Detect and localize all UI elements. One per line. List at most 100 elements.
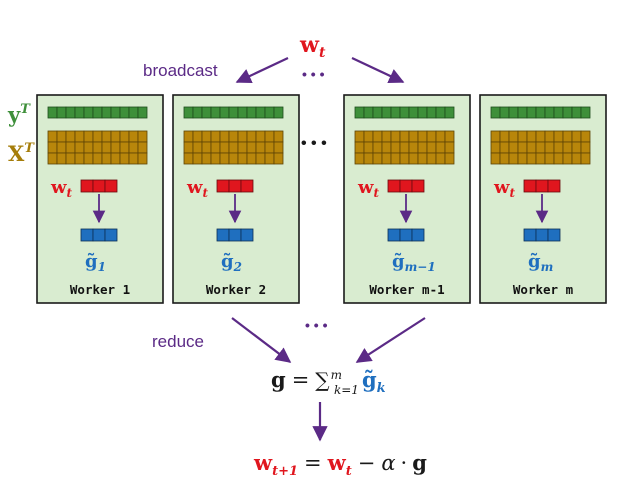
x-cell xyxy=(237,152,248,165)
x-cell xyxy=(435,152,446,165)
x-cell xyxy=(273,152,284,165)
y-cell xyxy=(508,106,519,119)
top-w-symbol: wt xyxy=(299,32,326,61)
x-cell xyxy=(83,152,94,165)
y-cell xyxy=(544,106,555,119)
g-cell xyxy=(523,228,537,242)
x-cell xyxy=(264,130,275,143)
x-cell xyxy=(83,130,94,143)
worker-g-label: g̃2 xyxy=(221,251,242,274)
x-cell xyxy=(517,141,528,154)
x-cell xyxy=(101,152,112,165)
x-cell xyxy=(363,141,374,154)
y-cell xyxy=(228,106,239,119)
x-cell xyxy=(526,141,537,154)
x-cell xyxy=(65,152,76,165)
worker-w-label: wt xyxy=(357,177,380,200)
x-cell xyxy=(553,152,564,165)
x-cell xyxy=(517,152,528,165)
x-cell xyxy=(74,130,85,143)
y-cell xyxy=(354,106,365,119)
x-cell xyxy=(264,152,275,165)
x-cell xyxy=(119,141,130,154)
x-cell xyxy=(219,130,230,143)
y-cell xyxy=(381,106,392,119)
x-cell xyxy=(228,141,239,154)
y-cell xyxy=(390,106,401,119)
g-cell xyxy=(547,228,561,242)
x-cell xyxy=(399,152,410,165)
x-cell xyxy=(183,141,194,154)
x-cell xyxy=(83,141,94,154)
w-cell xyxy=(523,179,537,193)
x-cell xyxy=(381,141,392,154)
reduce-label: reduce xyxy=(152,332,204,351)
x-cell xyxy=(499,130,510,143)
x-cell xyxy=(56,152,67,165)
y-cell xyxy=(571,106,582,119)
y-cell xyxy=(535,106,546,119)
x-cell xyxy=(499,141,510,154)
x-cell xyxy=(444,141,455,154)
x-cell xyxy=(508,141,519,154)
x-cell xyxy=(255,130,266,143)
y-cell xyxy=(183,106,194,119)
g-cell xyxy=(411,228,425,242)
g-cell xyxy=(216,228,230,242)
x-cell xyxy=(571,141,582,154)
g-cell xyxy=(80,228,94,242)
g-cell xyxy=(387,228,401,242)
x-cell xyxy=(580,130,591,143)
bottom-dots: • • • xyxy=(305,317,328,333)
x-cell xyxy=(92,130,103,143)
y-cell xyxy=(101,106,112,119)
y-cell xyxy=(553,106,564,119)
y-cell xyxy=(128,106,139,119)
x-cell xyxy=(56,141,67,154)
g-cell xyxy=(535,228,549,242)
worker-w-label: wt xyxy=(186,177,209,200)
x-cell xyxy=(508,152,519,165)
x-cell xyxy=(517,130,528,143)
w-cell xyxy=(547,179,561,193)
x-cell xyxy=(553,130,564,143)
x-cell xyxy=(354,141,365,154)
y-cell xyxy=(74,106,85,119)
y-cell xyxy=(219,106,230,119)
y-cell xyxy=(490,106,501,119)
x-cell xyxy=(435,130,446,143)
x-cell xyxy=(192,141,203,154)
x-cell xyxy=(381,130,392,143)
x-cell xyxy=(246,141,257,154)
g-cell xyxy=(399,228,413,242)
x-cell xyxy=(137,152,148,165)
x-cell xyxy=(47,152,58,165)
reduce-arrow-right xyxy=(355,317,426,363)
x-cell xyxy=(137,141,148,154)
x-cell xyxy=(417,141,428,154)
x-cell xyxy=(65,130,76,143)
x-cell xyxy=(228,130,239,143)
y-cell xyxy=(273,106,284,119)
x-cell xyxy=(74,141,85,154)
y-cell xyxy=(137,106,148,119)
x-cell xyxy=(110,141,121,154)
y-cell xyxy=(65,106,76,119)
x-cell xyxy=(101,130,112,143)
x-cell xyxy=(390,130,401,143)
x-cell xyxy=(399,141,410,154)
x-cell xyxy=(562,152,573,165)
y-cell xyxy=(417,106,428,119)
x-cell xyxy=(92,152,103,165)
g-cell xyxy=(228,228,242,242)
w-cell xyxy=(92,179,106,193)
x-cell xyxy=(444,130,455,143)
worker-box-frame xyxy=(172,94,300,304)
x-cell xyxy=(74,152,85,165)
x-cell xyxy=(273,130,284,143)
x-cell xyxy=(210,152,221,165)
